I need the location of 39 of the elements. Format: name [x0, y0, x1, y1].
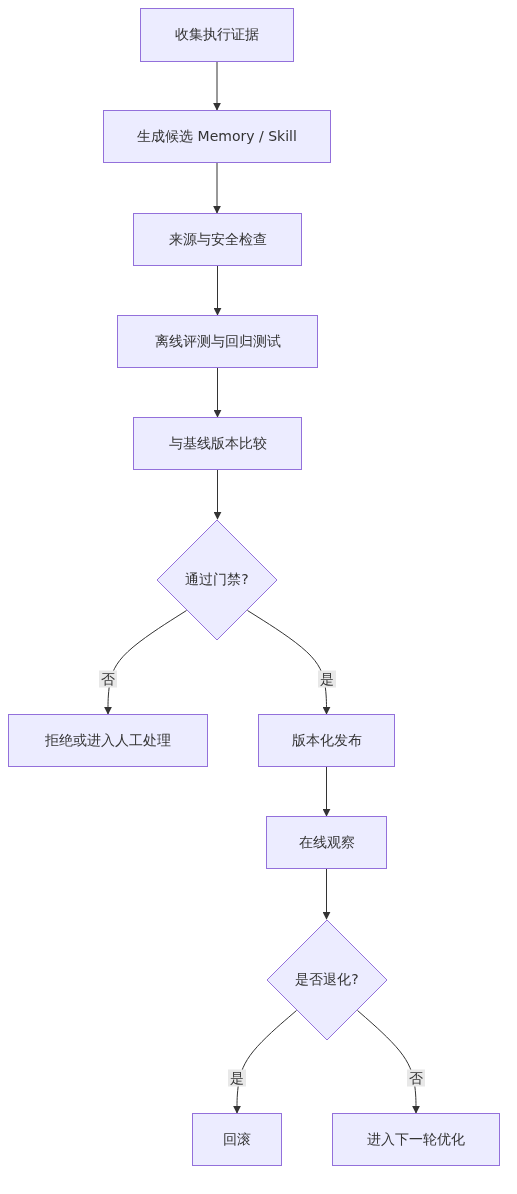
- node-label: 在线观察: [298, 833, 355, 852]
- arrow: [213, 162, 221, 214]
- node-label: 是否退化?: [295, 971, 359, 989]
- node-label: 拒绝或进入人工处理: [45, 731, 171, 750]
- edge-label: 是: [228, 1069, 246, 1087]
- decision-diamond: [156, 519, 278, 641]
- arrow: [104, 610, 187, 715]
- process-box: [192, 1113, 282, 1166]
- node-label: 来源与安全检查: [168, 230, 267, 249]
- arrow: [233, 1010, 297, 1114]
- edge-label: 是: [317, 670, 336, 688]
- edge-label: 否: [99, 670, 117, 688]
- process-box: [117, 315, 318, 368]
- arrow: [322, 868, 331, 920]
- node-label: 版本化发布: [291, 731, 362, 750]
- node-label: 离线评测与回归测试: [154, 332, 281, 351]
- arrow: [213, 265, 222, 316]
- node-label: 回滚: [223, 1130, 251, 1149]
- arrow: [247, 610, 331, 715]
- process-box: [133, 213, 302, 266]
- decision-diamond: [266, 919, 388, 1041]
- process-box: [258, 714, 395, 767]
- node-label: 收集执行证据: [175, 26, 259, 44]
- arrow: [357, 1010, 420, 1114]
- process-box: [332, 1113, 500, 1166]
- process-box: [103, 110, 331, 163]
- node-label: 生成候选 Memory / Skill: [137, 127, 297, 146]
- node-label: 与基线版本比较: [168, 434, 267, 453]
- process-box: [140, 8, 294, 62]
- arrow: [213, 367, 222, 418]
- process-box: [266, 816, 387, 869]
- process-box: [8, 714, 208, 767]
- node-label: 通过门禁?: [185, 571, 249, 589]
- arrow: [213, 469, 222, 520]
- process-box: [133, 417, 302, 470]
- arrow: [322, 766, 331, 817]
- edge-label: 否: [407, 1069, 425, 1087]
- arrow: [213, 61, 221, 111]
- node-label: 进入下一轮优化: [367, 1130, 465, 1149]
